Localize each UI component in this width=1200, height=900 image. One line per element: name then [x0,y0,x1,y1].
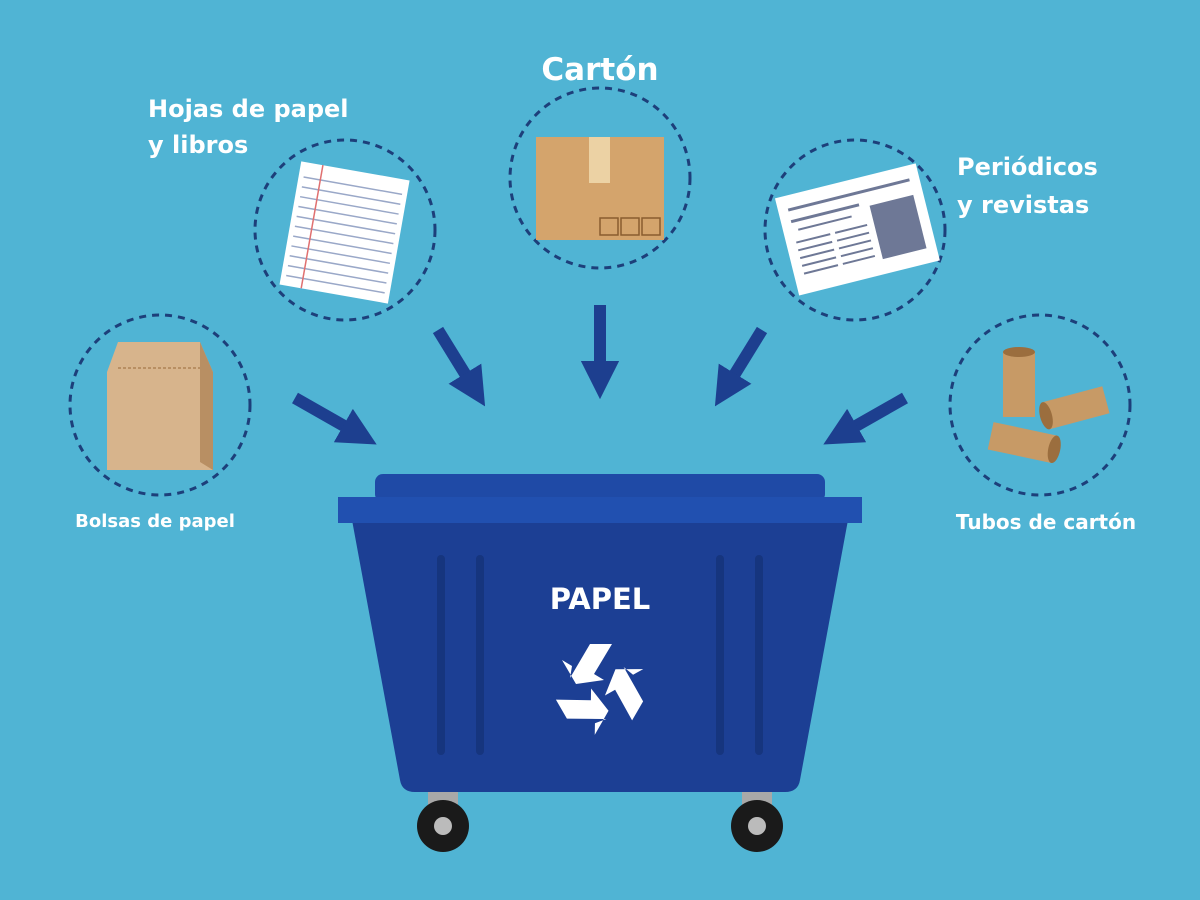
item-circle-sheets [253,138,437,322]
arrow-sheets [432,326,486,407]
paper-bag-icon [107,342,213,470]
label-carton: Cartón [541,52,658,88]
item-circle-tubes [948,313,1132,497]
cardboard-box-icon [536,137,664,240]
label-sheets-line2: y libros [148,131,248,159]
cardboard-tubes-icon [987,347,1110,464]
item-circle-carton [508,86,692,270]
recycle-icon [555,644,658,743]
notebook-sheet-icon [279,161,410,304]
arrow-tubes [823,392,908,445]
item-circle-bags [68,313,252,497]
label-newspapers-line1: Periódicos [957,153,1098,181]
item-circle-newspapers [763,138,947,322]
arrow-newspapers [714,326,768,407]
paper-recycling-bin: PAPEL [338,474,862,852]
bin-lid [375,474,825,502]
label-sheets-line1: Hojas de papel [148,95,349,123]
label-bags: Bolsas de papel [75,511,235,532]
bin-label: PAPEL [550,582,651,616]
label-newspapers-line2: y revistas [957,191,1089,219]
label-tubes: Tubos de cartón [956,510,1136,534]
newspaper-icon [774,163,940,296]
arrow-bags [292,392,377,445]
